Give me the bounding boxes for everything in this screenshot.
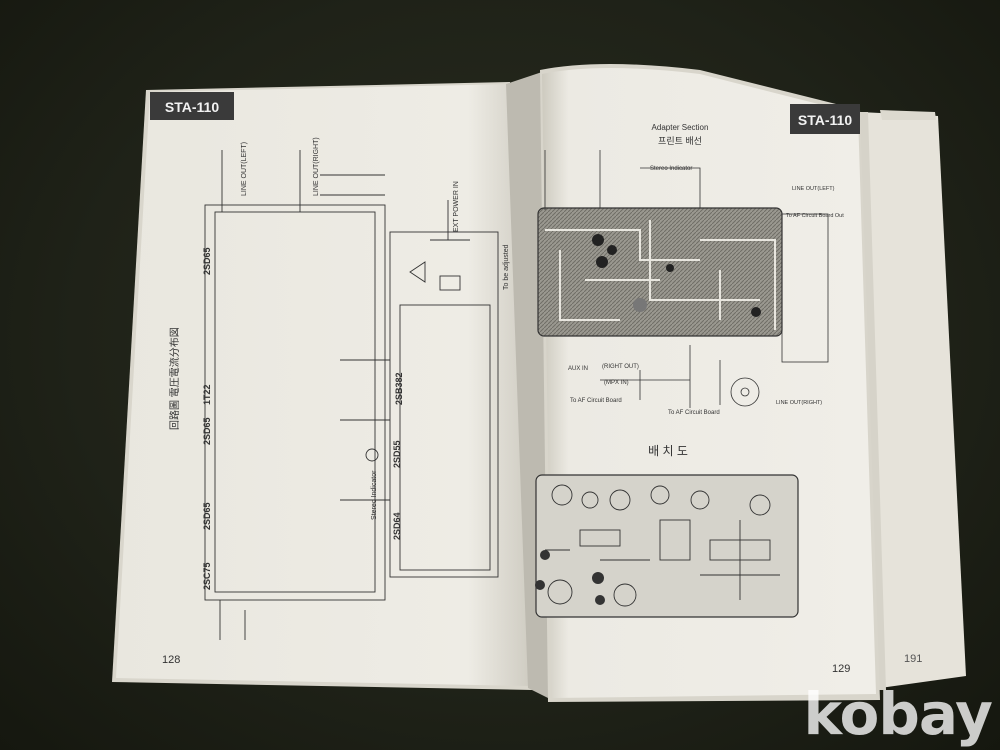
pcb-layout-components xyxy=(545,484,780,607)
left-vertical-title: 回路圖 電圧電流分布図 xyxy=(168,327,181,430)
left-label-2sd65-a: 2SD65 xyxy=(202,247,212,275)
left-label-line-out-right: LINE OUT(RIGHT) xyxy=(313,137,320,196)
left-label-to-be-adjusted: To be adjusted xyxy=(503,244,510,290)
left-label-2sd64: 2SD64 xyxy=(392,512,402,540)
right-header-tab xyxy=(790,104,860,134)
right-label-mpx-in: (MPX IN) xyxy=(604,380,629,386)
left-label-stereo-indicator: Stereo Indicator xyxy=(371,470,378,520)
right-label-to-af-a: To AF Circuit Board xyxy=(570,398,622,404)
pcb-wiring-board xyxy=(537,207,783,337)
next-page-number: 191 xyxy=(904,653,922,665)
layout-title: 배 치 도 xyxy=(648,444,688,458)
right-section-title: Adapter Section xyxy=(652,123,709,132)
right-page-number: 129 xyxy=(832,663,850,675)
right-lower-wiring xyxy=(600,345,760,408)
pcb-layout-board xyxy=(535,474,799,618)
right-label-right-out: (RIGHT OUT) xyxy=(602,364,639,370)
right-label-line-out-left: LINE OUT(LEFT) xyxy=(792,186,835,192)
right-label-stereo-indicator: Stereo Indicator xyxy=(650,166,692,172)
left-label-2sc75: 2SC75 xyxy=(202,562,212,590)
left-page-number: 128 xyxy=(162,654,180,666)
next-page-edge: 191 xyxy=(904,653,922,665)
right-page: STA-110 Adapter Section 프린트 배선 Stereo In… xyxy=(535,64,880,702)
left-label-2sd65-c: 2SD65 xyxy=(202,502,212,530)
kobay-watermark: kobay xyxy=(803,680,993,748)
left-label-2sb382: 2SB382 xyxy=(394,372,404,405)
left-label-2sd65-b: 2SD65 xyxy=(202,417,212,445)
right-header-tab-label: STA-110 xyxy=(798,112,852,128)
left-label-2sd55: 2SD55 xyxy=(392,440,402,468)
left-schematic xyxy=(204,150,499,640)
pcb-layout-dark-parts xyxy=(535,550,605,605)
pcb-wiring-traces xyxy=(545,220,776,330)
right-label-aux-in: AUX IN xyxy=(568,366,588,372)
right-section-title-ko: 프린트 배선 xyxy=(658,136,702,146)
right-label-to-af-out: To AF Circuit Board Out xyxy=(786,213,844,219)
left-label-line-out-left: LINE OUT(LEFT) xyxy=(241,142,248,196)
right-label-to-af-b: To AF Circuit Board xyxy=(668,410,720,416)
right-label-line-out-right: LINE OUT(RIGHT) xyxy=(776,400,822,406)
left-header-tab xyxy=(150,92,234,120)
left-header-tab-label: STA-110 xyxy=(165,99,219,115)
left-page: STA-110 128 回路圖 電圧電流分布図 LINE OUT(LEFT) xyxy=(112,82,532,690)
left-label-ext-power: EXT POWER IN xyxy=(453,181,460,232)
pcb-wiring-pads xyxy=(592,234,761,317)
left-label-1t22: 1T22 xyxy=(202,384,212,405)
page-stack xyxy=(858,110,966,690)
